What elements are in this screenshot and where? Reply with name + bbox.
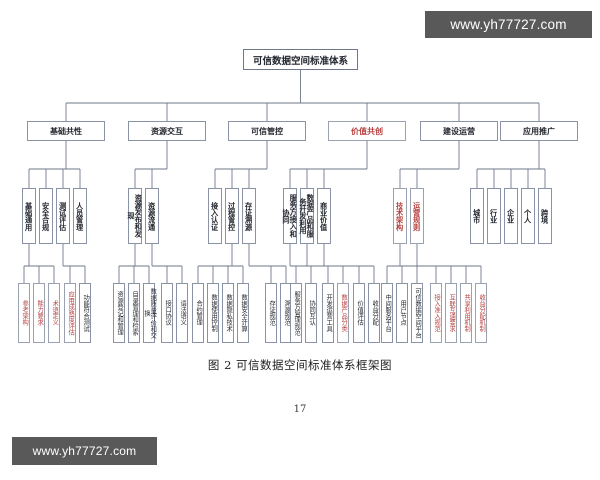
node-level4-23: 用户节点: [396, 283, 408, 343]
node-level4-9: 语法语义: [176, 283, 188, 343]
node-level4-10: 合约管理: [192, 283, 204, 343]
standards-framework-diagram: 可信数据空间标准体系基础共性 资源交互 可信管控 价值共创建设运营应用推广基础通用安全…: [18, 49, 578, 343]
node-level3-15: 行业: [487, 188, 501, 244]
node-level3-17: 个人: [521, 188, 535, 244]
node-level4-26: 互联互通要求: [445, 283, 457, 343]
node-level3-4: 资源发布和发现: [127, 188, 143, 244]
node-level4-18: 开发运营工具: [322, 283, 334, 343]
node-level3-10: 数据产品和服务开发利用: [299, 188, 315, 244]
node-level4-16: 服务方管理规范: [290, 283, 302, 343]
page-number: 17: [293, 404, 307, 415]
node-level3-18: 跨境: [538, 188, 552, 244]
node-level4-21: 收益分配: [368, 283, 380, 343]
connector-lines: [23, 70, 546, 283]
node-level4-7: 数据质量评价和交换: [143, 283, 156, 343]
node-level2-3: 价值共创: [328, 121, 406, 141]
node-level4-0: 参考架构: [18, 283, 30, 343]
node-level2-2: 可信管控: [228, 121, 306, 141]
node-level2-4: 建设运营: [420, 121, 498, 141]
node-level3-11: 商业价值: [317, 188, 331, 244]
node-level4-27: 共享利用机制: [460, 283, 472, 343]
node-level4-17: 协同互认: [305, 283, 317, 343]
node-level4-4: 功能符合测试: [79, 283, 91, 343]
node-level4-25: 接入准入规范: [430, 283, 442, 343]
node-level4-12: 数据隐私技术: [222, 283, 234, 343]
node-level3-5: 资源流通: [145, 188, 159, 244]
node-level4-3: 应用成熟度评估: [64, 283, 76, 343]
node-level3-2: 测试评估: [56, 188, 70, 244]
node-level4-13: 数据安全计算: [237, 283, 249, 343]
node-level3-14: 城市: [470, 188, 484, 244]
node-level3-8: 存证溯源: [242, 188, 256, 244]
node-level4-8: 接口协议: [161, 283, 173, 343]
node-level2-5: 应用推广: [500, 121, 578, 141]
node-level4-6: 目录管理和检索: [128, 283, 140, 343]
node-level4-22: 中间服务平台: [381, 283, 393, 343]
node-level4-28: 收益分配机制: [475, 283, 487, 343]
node-level4-24: 可信数据空间平台: [411, 283, 423, 343]
node-level3-3: 人员管理: [73, 188, 87, 244]
node-level4-20: 价值评估: [353, 283, 365, 343]
node-level3-7: 过程管控: [225, 188, 239, 244]
node-level2-0: 基础共性: [27, 121, 105, 141]
node-level4-5: 资源登记和管理: [113, 283, 125, 343]
node-level4-19: 数据产品分类: [337, 283, 349, 343]
node-level3-9: 服务方接入和协同: [282, 188, 298, 244]
node-level4-1: 能力要求: [33, 283, 45, 343]
node-level3-0: 基础通用: [22, 188, 36, 244]
node-level2-1: 资源交互: [128, 121, 206, 141]
node-level3-13: 运营规则: [410, 188, 424, 244]
node-level4-14: 存证规范: [265, 283, 277, 343]
watermark-top: www.yh77727.com: [425, 11, 592, 38]
node-level4-11: 数据使用控制: [207, 283, 219, 343]
node-level3-16: 企业: [504, 188, 518, 244]
node-root: 可信数据空间标准体系: [243, 49, 358, 70]
node-level4-2: 术语定义: [48, 283, 60, 343]
node-level3-12: 技术架构: [393, 188, 407, 244]
figure-caption: 图 2 可信数据空间标准体系框架图: [207, 358, 393, 372]
node-level3-1: 安全合规: [39, 188, 53, 244]
node-level3-6: 接入认证: [208, 188, 222, 244]
watermark-bottom: www.yh77727.com: [12, 437, 157, 465]
